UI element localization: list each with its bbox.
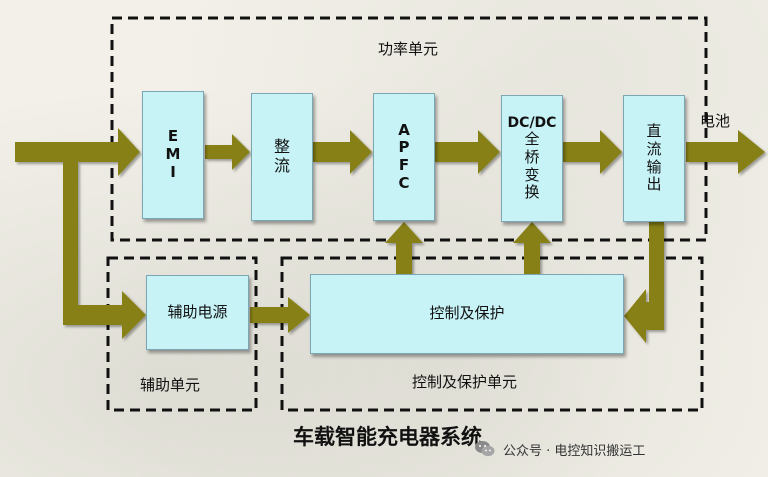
aux-feed-arrow: [63, 162, 146, 339]
aux-unit-border: [106, 256, 258, 412]
control-block: 控制及保护: [310, 274, 624, 354]
power-unit-label: 功率单元: [378, 40, 439, 58]
rectifier-block: 整 流: [251, 93, 313, 221]
control-to-apfc-arrow: [385, 222, 423, 274]
control-to-dcdc-arrow: [513, 222, 551, 274]
battery-label: 电池: [700, 112, 731, 130]
dcdc-title: DC/DC: [507, 115, 557, 132]
input-arrow: [15, 128, 140, 176]
dc-output-block: 直 流 输 出: [623, 95, 685, 222]
output-feedback-arrow: [624, 222, 664, 343]
aux-unit-label: 辅助单元: [140, 376, 201, 394]
diagram-title: 车载智能充电器系统: [293, 425, 482, 449]
emi-to-rectifier-arrow: [205, 134, 250, 170]
output-to-battery-arrow: [686, 130, 765, 174]
watermark-text: 公众号 · 电控知识搬运工: [503, 444, 646, 459]
control-label: 控制及保护: [429, 304, 505, 323]
dcdc-block: DC/DC 全 桥 变 换: [501, 95, 563, 222]
control-unit-label: 控制及保护单元: [412, 373, 518, 391]
dcdc-to-output-arrow: [563, 130, 622, 174]
rectifier-label: 整 流: [273, 137, 290, 175]
emi-block: E M I: [142, 91, 204, 219]
apfc-to-dcdc-arrow: [434, 130, 500, 174]
dc-output-label: 直 流 输 出: [646, 122, 662, 194]
aux-power-block: 辅助电源: [146, 275, 249, 350]
apfc-block: A P F C: [373, 93, 435, 221]
control-unit-border: [280, 256, 704, 412]
dcdc-label: 全 桥 变 换: [524, 130, 540, 202]
rectifier-to-apfc-arrow: [313, 130, 372, 174]
aux-power-label: 辅助电源: [167, 302, 228, 321]
apfc-label: A P F C: [398, 120, 410, 192]
aux-to-control-arrow: [250, 297, 310, 333]
wechat-icon: [475, 441, 495, 457]
emi-label: E M I: [165, 127, 181, 181]
